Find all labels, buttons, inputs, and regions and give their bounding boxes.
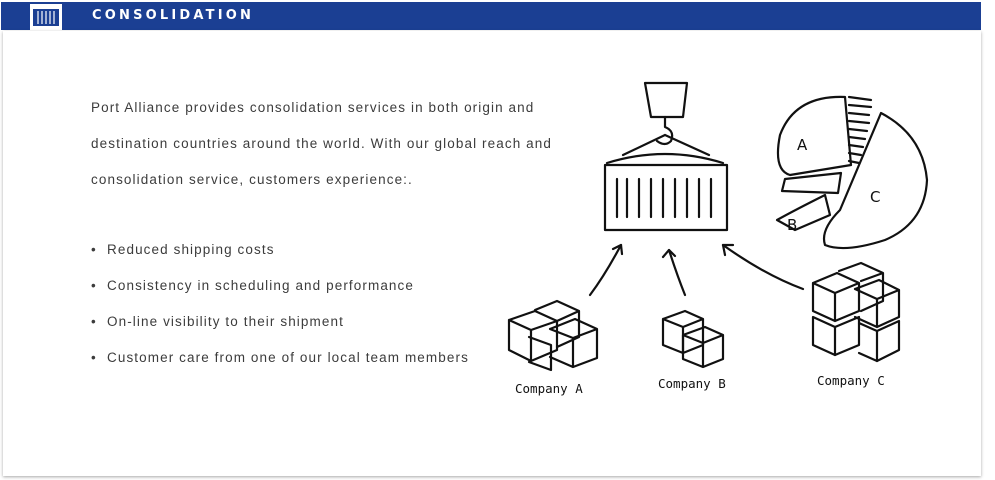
benefit-text: Reduced shipping costs bbox=[107, 242, 275, 257]
benefit-item: • Customer care from one of our local tea… bbox=[91, 340, 469, 376]
header-bar: CONSOLIDATION bbox=[1, 2, 981, 30]
pie-label-b: B bbox=[787, 216, 797, 234]
box-stack-company-c bbox=[811, 261, 901, 363]
benefit-text: Consistency in scheduling and performanc… bbox=[107, 278, 414, 293]
bullet-icon: • bbox=[91, 278, 97, 293]
box-stack-company-a bbox=[507, 299, 599, 372]
pie-label-a: A bbox=[797, 136, 808, 154]
shipping-container-icon bbox=[603, 152, 729, 232]
benefit-item: • Consistency in scheduling and performan… bbox=[91, 268, 469, 304]
page-title: CONSOLIDATION bbox=[92, 8, 255, 23]
container-icon bbox=[30, 4, 62, 30]
intro-paragraph: Port Alliance provides consolidation ser… bbox=[91, 100, 552, 187]
bullet-icon: • bbox=[91, 242, 97, 257]
content-panel bbox=[3, 31, 981, 476]
pie-label-c: C bbox=[870, 188, 880, 206]
crane-hook-icon bbox=[621, 81, 711, 157]
company-label: Company A bbox=[515, 381, 583, 396]
box-stack-company-b bbox=[661, 309, 725, 369]
benefit-text: On-line visibility to their shipment bbox=[107, 314, 344, 329]
benefit-item: • On-line visibility to their shipment bbox=[91, 304, 469, 340]
company-label: Company B bbox=[658, 376, 726, 391]
pie-chart-icon bbox=[775, 95, 929, 250]
bullet-icon: • bbox=[91, 350, 97, 365]
consolidation-illustration: A B C Company A Company B Company C bbox=[507, 81, 929, 396]
company-label: Company C bbox=[817, 373, 885, 388]
benefit-text: Customer care from one of our local team… bbox=[107, 350, 469, 365]
arrows bbox=[588, 243, 805, 297]
bullet-icon: • bbox=[91, 314, 97, 329]
benefit-item: • Reduced shipping costs bbox=[91, 232, 469, 268]
benefits-list: • Reduced shipping costs • Consistency in … bbox=[91, 232, 469, 376]
